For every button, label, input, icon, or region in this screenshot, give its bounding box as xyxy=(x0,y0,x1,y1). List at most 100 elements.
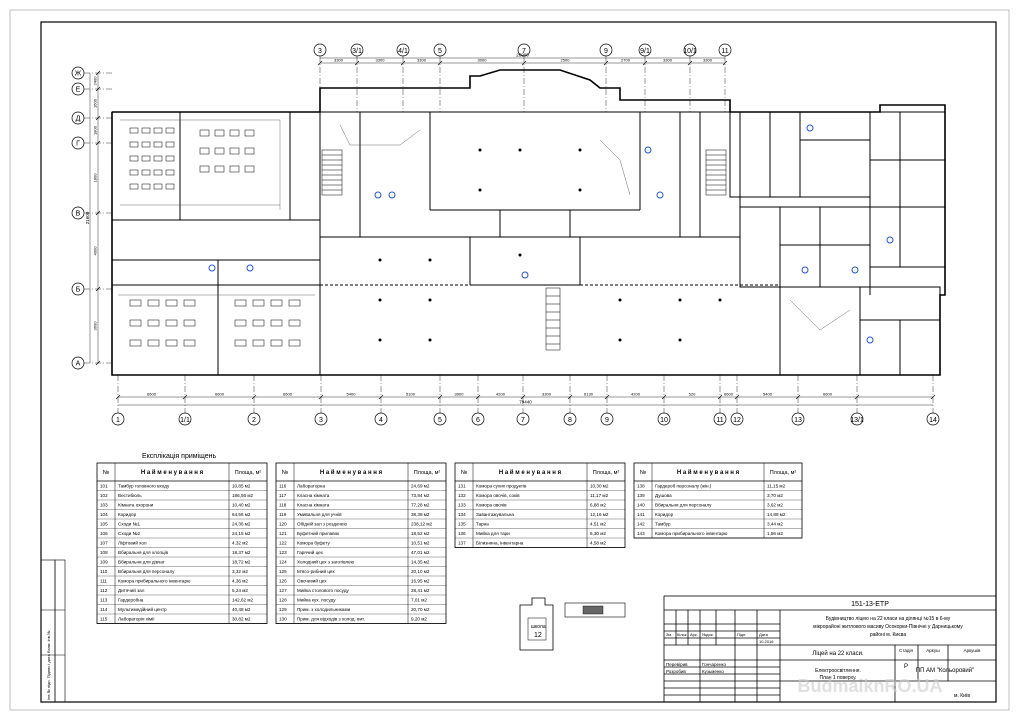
grid-bubble-left xyxy=(71,111,85,125)
table-head-area: Площа, м² xyxy=(593,470,620,476)
grid-label-left: Г xyxy=(76,141,80,148)
table-cell-area: 14,88 м2 xyxy=(767,512,786,517)
table-cell-n: 113 xyxy=(100,598,108,603)
table-cell-n: 121 xyxy=(279,531,287,536)
grid-label-top: 11 xyxy=(721,48,728,55)
table-head-n: № xyxy=(282,469,288,476)
table-cell-n: 123 xyxy=(279,550,287,555)
dim-tick xyxy=(354,60,360,66)
table-cell-area: 20,10 м2 xyxy=(411,569,430,574)
table-head-name: Н а й м е н у в а н н я xyxy=(499,469,562,476)
table-cell-name: Мультимедійний центр xyxy=(118,606,167,612)
table-cell-n: 118 xyxy=(279,503,287,508)
table-cell-n: 125 xyxy=(279,569,287,574)
title-block xyxy=(663,595,997,703)
name-developed: Кузьменко xyxy=(702,669,724,674)
grid-label-bottom: 13/1 xyxy=(850,417,864,424)
table-cell-n: 104 xyxy=(100,512,108,517)
dim-tick xyxy=(930,394,936,400)
table-cell-n: 126 xyxy=(279,579,287,584)
grid-label-bottom: 3 xyxy=(319,417,323,424)
dim-tick xyxy=(437,394,443,400)
dim-label: 6600 xyxy=(147,392,157,397)
table-cell-n: 117 xyxy=(279,493,287,498)
table-cell-name: М'ясо-рибний цех xyxy=(297,568,335,574)
project-line-2: мікрорайоні житлового масиву Осокорки-Пі… xyxy=(813,623,963,630)
grid-label-top: 9/1 xyxy=(640,48,650,55)
table-cell-n: 134 xyxy=(458,512,466,517)
table-cell-area: 4,36 м2 xyxy=(232,579,248,584)
grid-bubble-bottom xyxy=(657,412,671,426)
table-cell-area: 11,17 м2 xyxy=(590,493,609,498)
side-stamp-text: Інв.№ підп. Підпис і дата Взам. інв.№ xyxy=(46,631,51,700)
grid-label-top: 3 xyxy=(318,48,322,55)
grid-label-bottom: 9 xyxy=(605,417,609,424)
table-cell-n: 131 xyxy=(458,484,466,489)
table-cell-area: 4,58 м2 xyxy=(590,541,606,546)
grid-bubble-bottom xyxy=(471,412,485,426)
grid-bubble-top xyxy=(718,43,732,57)
stage-header: Стадія xyxy=(899,648,913,653)
table-cell-name: Лабораторія хімії xyxy=(118,617,155,622)
table-cell-name: Комора сухих продуктів xyxy=(476,484,527,489)
grid-bubble-top xyxy=(517,43,531,57)
table-cell-area: 6,30 м2 xyxy=(590,531,606,536)
table-cell-area: 11,15 м2 xyxy=(767,484,786,489)
grid-label-bottom: 5 xyxy=(438,417,442,424)
dim-label: 3900 xyxy=(455,392,465,397)
table-cell-name: Буфетний прилавок xyxy=(297,530,340,536)
table-cell-area: 16,95 м2 xyxy=(411,579,430,584)
role-checked: Перевірив xyxy=(666,662,688,667)
grid-bubble-top xyxy=(638,43,652,57)
grid-bubble-top xyxy=(433,43,447,57)
table-cell-name: Комора овочів, соків xyxy=(476,493,520,498)
table-cell-n: 130 xyxy=(279,617,287,622)
grid-label-bottom: 6 xyxy=(476,417,480,424)
table-cell-area: 10,30 м2 xyxy=(590,484,609,489)
dim-tick xyxy=(95,115,101,121)
grid-label-bottom: 2 xyxy=(252,417,256,424)
table-cell-name: Вестибюль xyxy=(118,493,142,498)
table-cell-name: Тарна xyxy=(476,522,489,527)
table-cell-name: Лабораторна xyxy=(297,484,325,489)
floor-plan xyxy=(111,69,946,376)
table-cell-name: Тамбур xyxy=(655,522,671,527)
dim-tick xyxy=(722,60,728,66)
dim-tick xyxy=(642,60,648,66)
table-cell-n: 114 xyxy=(100,607,108,612)
table-cell-name: Вбиральня для персоналу xyxy=(118,569,175,574)
table-cell-area: 3,32 м2 xyxy=(232,569,248,574)
table-cell-n: 108 xyxy=(100,550,108,555)
table-cell-name: Вбиральня для хлопців xyxy=(118,550,169,555)
keyplan-number: 12 xyxy=(534,632,542,639)
dim-tick xyxy=(661,394,667,400)
grid-label-bottom: 8 xyxy=(568,417,572,424)
table-cell-area: 40,48 м2 xyxy=(232,607,251,612)
table-head-n: № xyxy=(103,469,109,476)
stamp-col-label: Зм. xyxy=(666,632,672,637)
grid-bubble-bottom xyxy=(791,412,805,426)
side-stamp: Інв.№ підп. Підпис і дата Взам. інв.№ xyxy=(40,559,66,703)
dim-total: 26900 xyxy=(516,53,529,58)
table-cell-n: 106 xyxy=(100,531,108,536)
grid-label-bottom: 4 xyxy=(379,417,383,424)
table-cell-area: 7,01 м2 xyxy=(411,598,427,603)
dim-label: 5400 xyxy=(347,392,357,397)
dim-tick xyxy=(603,60,609,66)
table-cell-n: 103 xyxy=(100,503,108,508)
sheet-header: Аркуш xyxy=(926,648,940,653)
table-cell-name: Мийка кух. посуду xyxy=(297,597,336,603)
grid-bubble-top xyxy=(350,43,364,57)
table-head-name: Н а й м е н у в а н н я xyxy=(141,469,204,476)
table-cell-name: Завантажувальна xyxy=(476,512,514,517)
table-cell-n: 138 xyxy=(637,484,645,489)
grid-bubble-top xyxy=(396,43,410,57)
grid-label-bottom: 10 xyxy=(660,417,668,424)
table-head-area: Площа, м² xyxy=(770,470,797,476)
grid-bubble-left xyxy=(71,82,85,96)
name-checked: Гончаренко xyxy=(702,662,726,667)
table-cell-name: Гарячий цех xyxy=(297,549,324,555)
city: м. Київ xyxy=(954,693,970,699)
table-cell-name: Комора прибирального інвентарю xyxy=(655,531,728,536)
table-cell-n: 124 xyxy=(279,560,287,565)
